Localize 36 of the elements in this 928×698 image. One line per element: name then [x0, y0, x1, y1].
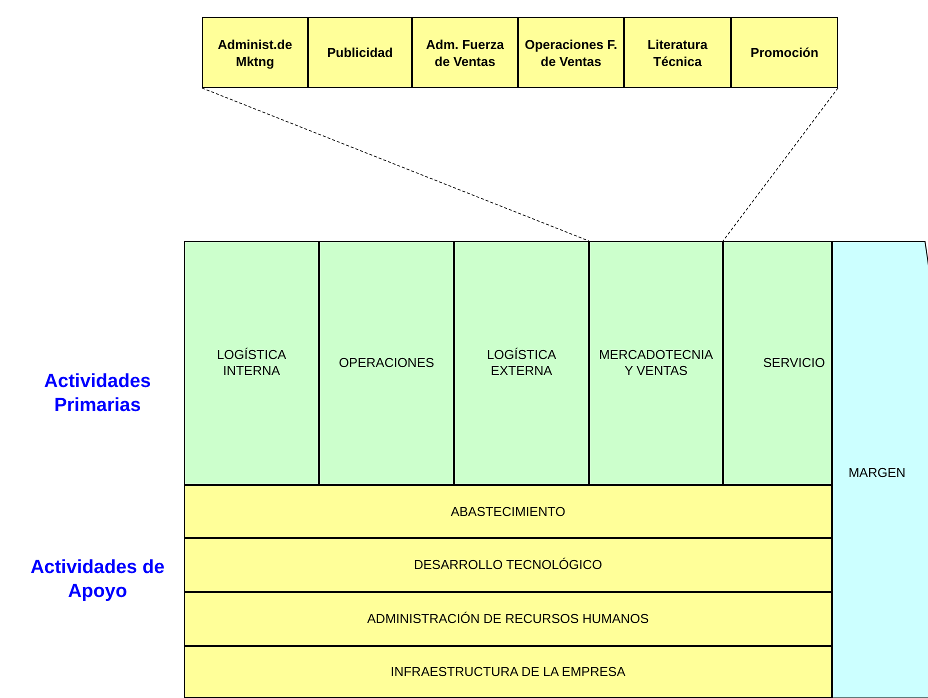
- activity-box: [731, 17, 838, 88]
- activity-label: LOGÍSTICA EXTERNA: [486, 347, 558, 379]
- support-band: [184, 592, 832, 646]
- section-heading: Actividades de Apoyo: [29, 556, 166, 604]
- activity-box: [624, 17, 731, 88]
- activity-box: [589, 241, 723, 485]
- activity-box: [202, 17, 308, 88]
- zoom-line: [202, 88, 590, 242]
- activity-label: Operaciones F. de Ventas: [524, 36, 618, 70]
- activity-label: Adm. Fuerza de Ventas: [424, 36, 505, 70]
- activity-label: Publicidad: [327, 44, 393, 61]
- section-heading: Actividades Primarias: [43, 370, 152, 418]
- activity-label: LOGÍSTICA INTERNA: [216, 347, 288, 379]
- activity-label: Promoción: [750, 44, 818, 61]
- activity-label: ABASTECIMIENTO: [450, 502, 566, 521]
- activity-box: [308, 17, 412, 88]
- activity-label: INFRAESTRUCTURA DE LA EMPRESA: [390, 663, 626, 682]
- activity-label: SERVICIO: [763, 355, 825, 371]
- support-band: [184, 646, 832, 698]
- activity-box: [518, 17, 624, 88]
- margin-shape: [832, 241, 928, 698]
- activity-label: Literatura Técnica: [646, 36, 708, 70]
- activity-label: MARGEN: [848, 464, 906, 482]
- activity-box: [723, 241, 832, 485]
- zoom-line: [722, 88, 838, 242]
- support-band: [184, 538, 832, 592]
- activity-label: OPERACIONES: [338, 355, 434, 371]
- activity-box: [319, 241, 454, 485]
- activity-label: ADMINISTRACIÓN DE RECURSOS HUMANOS: [367, 610, 649, 628]
- activity-box: [454, 241, 589, 485]
- activity-box: [184, 241, 319, 485]
- activity-label: MERCADOTECNIA Y VENTAS: [598, 347, 714, 379]
- support-band: [184, 485, 832, 538]
- activity-box: [412, 17, 518, 88]
- activity-label: DESARROLLO TECNOLÓGICO: [414, 556, 602, 574]
- activity-label: Administ.de Mktng: [216, 36, 294, 70]
